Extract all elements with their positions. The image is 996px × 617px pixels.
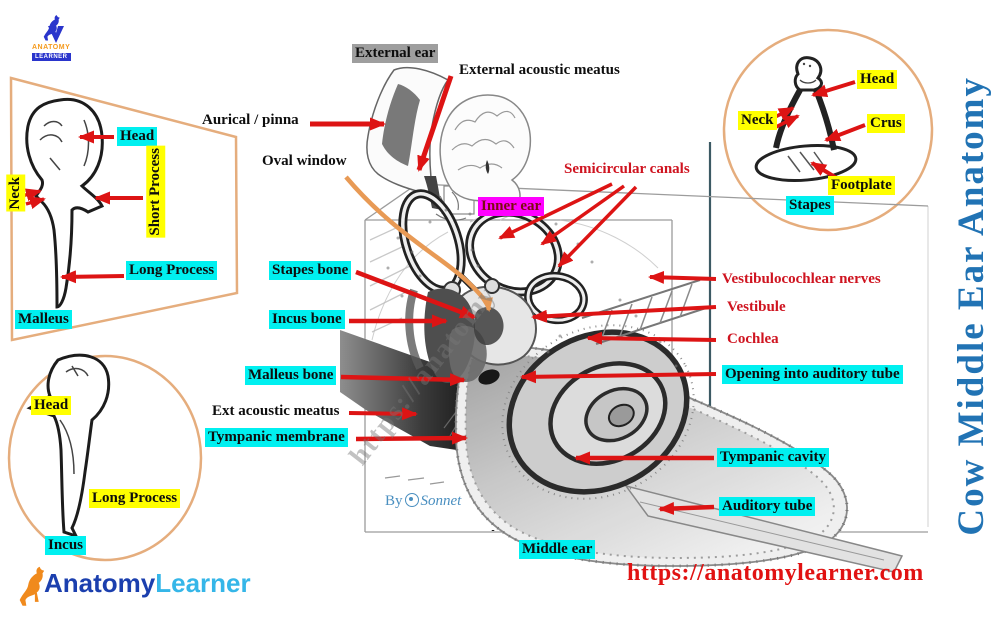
arrow-stapes-crus <box>824 123 866 142</box>
auditory-tube-opening-drawing <box>478 369 500 385</box>
website-url: https://anatomylearner.com <box>627 560 924 586</box>
arrow-ext-acoustic-meatus <box>348 407 418 421</box>
arrow-stapes-head <box>811 80 856 98</box>
stapes-label-footplate: Footplate <box>828 176 895 196</box>
logo-goat-icon-orange <box>19 566 45 606</box>
by-text: By <box>385 493 403 509</box>
ear-canal-drawing <box>340 330 478 452</box>
label-tympanic-membrane: Tympanic membrane <box>205 428 348 448</box>
malleus-label-long-process: Long Process <box>126 261 218 281</box>
label-malleus-bone: Malleus bone <box>245 366 337 386</box>
bone-hatching <box>369 209 523 333</box>
arrow-stapes-bone <box>355 269 476 320</box>
author-name: Sonnet <box>420 493 462 509</box>
arrow-stapes-neck-2 <box>775 114 800 129</box>
anatomylearner-logo-large: AnatomyLearner <box>14 560 251 612</box>
label-external-ear: External ear <box>352 44 439 64</box>
label-semicircular-canals: Semicircular canals <box>564 161 690 177</box>
stapes-label-crus: Crus <box>867 114 905 134</box>
incus-label-long-process: Long Process <box>89 489 181 509</box>
arrow-semicircular-3 <box>557 185 638 268</box>
stapes-label-neck: Neck <box>738 111 777 131</box>
label-incus-bone: Incus bone <box>269 310 345 330</box>
brain-drawing <box>439 94 532 211</box>
label-external-acoustic-meatus: External acoustic meatus <box>459 62 620 78</box>
anatomylearner-logo-small: ANATOMY LEARNER <box>26 10 86 66</box>
sonnet-logo-icon <box>404 493 419 507</box>
malleus-label-short-process: Short Process <box>146 146 166 238</box>
oval-window-arrow <box>344 175 493 312</box>
label-vestibulocochlear-nerves: Vestibulocochlear nerves <box>722 271 881 287</box>
label-aurical-pinna: Aurical / pinna <box>202 112 299 128</box>
author-watermark: By Sonnet <box>385 493 461 510</box>
stapes-label-head: Head <box>857 70 898 90</box>
logo-goat-icon <box>43 15 64 43</box>
stapes-panel-outline <box>722 28 934 232</box>
malleus-panel-outline <box>9 76 239 342</box>
label-auditory-tube: Auditory tube <box>719 497 816 517</box>
floor-sketch-marks <box>384 475 445 485</box>
red-arrows <box>21 75 866 515</box>
label-tympanic-cavity: Tympanic cavity <box>717 448 829 468</box>
logo-brand-bottom: LEARNER <box>32 53 71 61</box>
arrow-semicircular-1 <box>498 182 613 240</box>
incus-panel-outline <box>7 354 203 562</box>
arrow-opening-auditory-tube <box>520 370 717 384</box>
label-middle-ear: Middle ear <box>519 540 596 560</box>
page-title: Cow Middle Ear Anatomy <box>951 76 992 536</box>
arrow-vestibulocochlear-nerves <box>648 270 717 284</box>
arrow-malleus-neck-2 <box>25 196 46 210</box>
label-cochlea: Cochlea <box>727 331 779 347</box>
incus-caption: Incus <box>45 536 87 556</box>
arrow-semicircular-2 <box>540 184 626 246</box>
stapes-caption: Stapes <box>786 196 834 216</box>
malleus-bone-drawing <box>25 97 105 309</box>
label-oval-window: Oval window <box>262 153 347 169</box>
logo-brand-top: ANATOMY <box>32 44 71 51</box>
label-opening-into-auditory-tube: Opening into auditory tube <box>722 365 903 385</box>
arrow-auditory-tube <box>658 501 715 515</box>
arrow-malleus-bone <box>340 373 466 387</box>
arrow-external-acoustic-meatus <box>416 75 454 172</box>
label-vestibule: Vestibule <box>727 299 786 315</box>
malleus-caption: Malleus <box>15 310 72 330</box>
label-ext-acoustic-meatus: Ext acoustic meatus <box>212 403 340 419</box>
label-stapes-bone: Stapes bone <box>269 261 352 281</box>
incus-label-head: Head <box>31 396 72 416</box>
logo-v-icon <box>48 26 64 43</box>
arrow-tympanic-membrane <box>355 431 468 445</box>
malleus-label-neck: Neck <box>6 175 26 212</box>
arrow-cochlea <box>586 331 717 345</box>
malleus-label-head: Head <box>117 127 158 147</box>
arrow-vestibule <box>531 305 717 323</box>
label-inner-ear: Inner ear <box>478 197 545 217</box>
cochlea-drawing <box>501 324 695 500</box>
logo-word-learner: Learner <box>155 568 251 598</box>
logo-word-anatomy: Anatomy <box>44 568 156 598</box>
arrow-malleus-long-process <box>60 270 125 284</box>
